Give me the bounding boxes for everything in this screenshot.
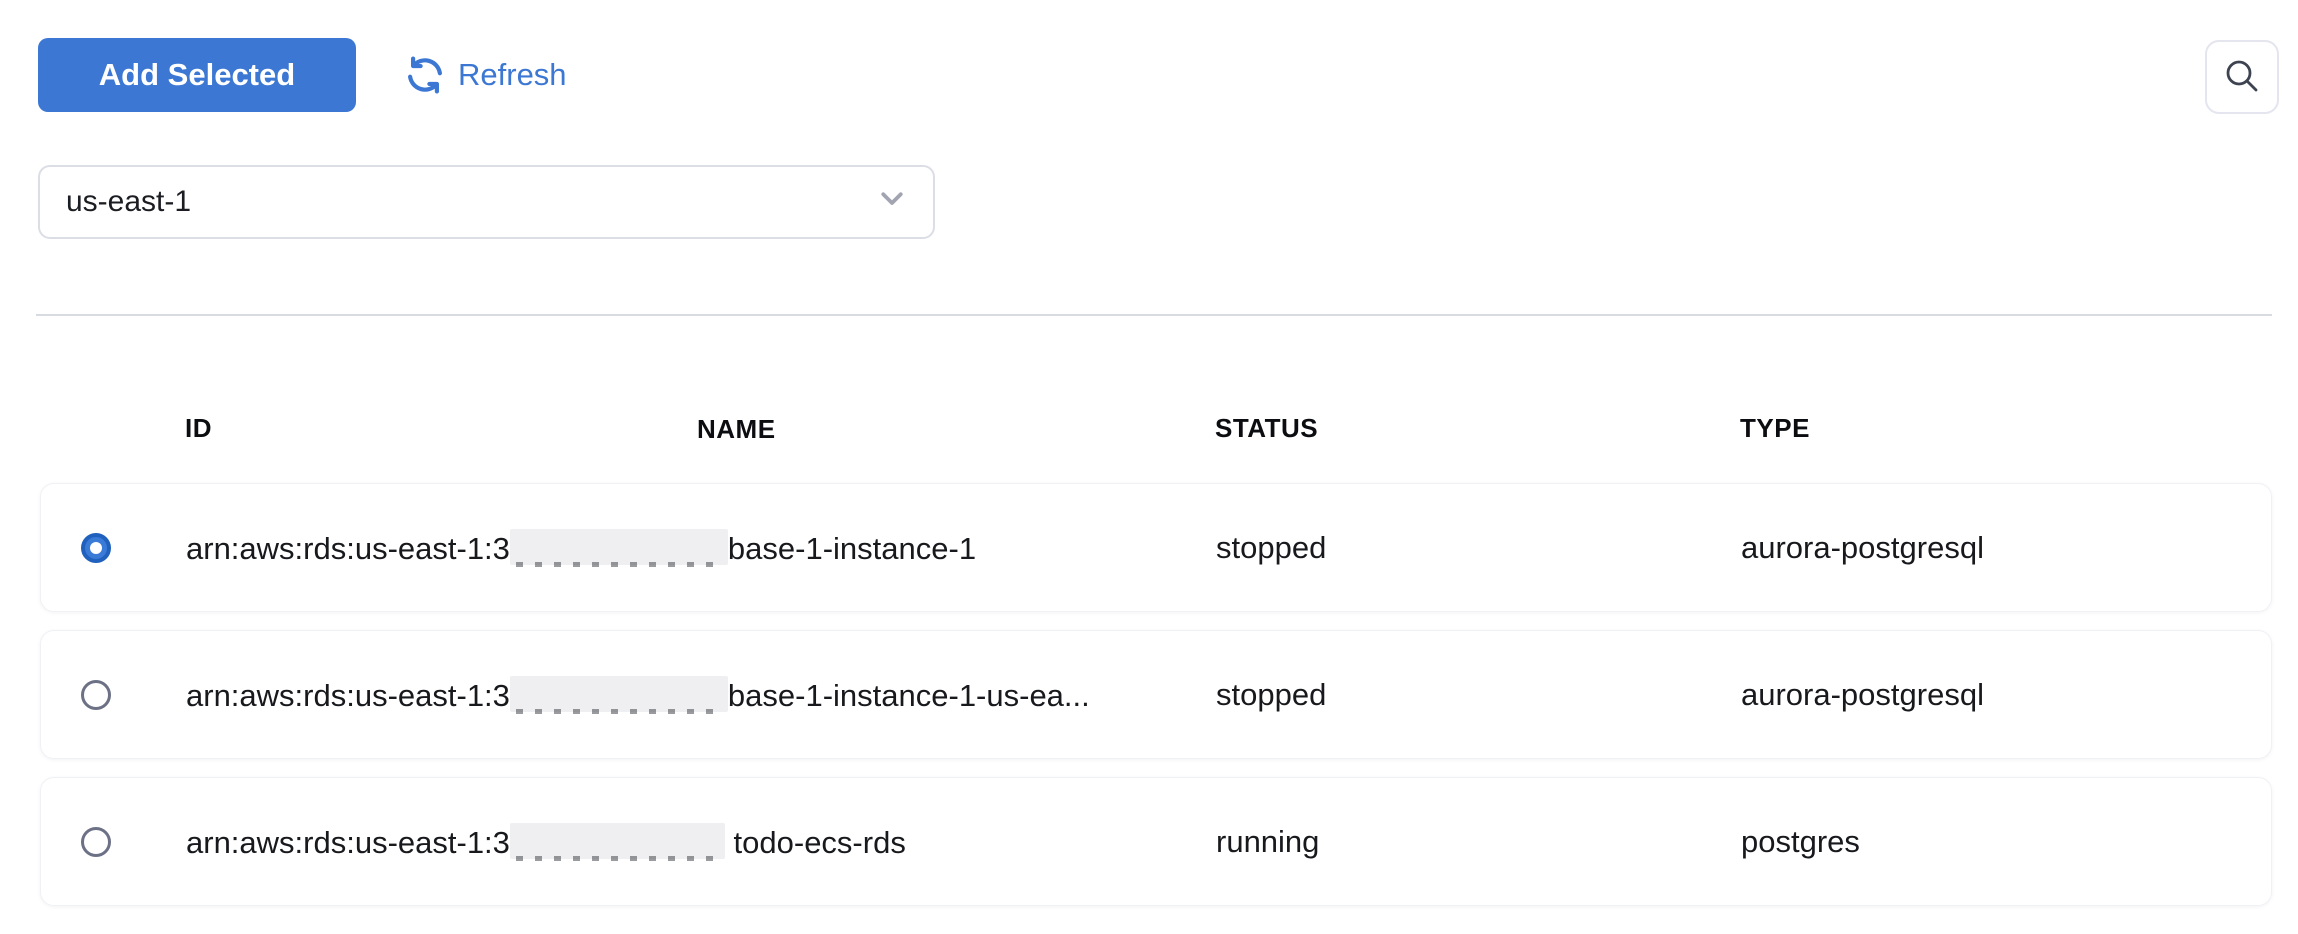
search-icon <box>2222 56 2262 99</box>
refresh-icon <box>404 54 446 96</box>
refresh-button[interactable]: Refresh <box>404 38 567 112</box>
instance-status: stopped <box>1216 529 1327 565</box>
table-header: ID STATUS TYPE <box>40 408 2272 448</box>
row-radio[interactable] <box>81 679 111 710</box>
chevron-down-icon <box>877 183 907 221</box>
add-selected-button[interactable]: Add Selected <box>38 38 356 112</box>
section-divider <box>36 314 2272 316</box>
column-header-id: ID <box>185 412 212 443</box>
instance-type: aurora-postgresql <box>1741 529 1984 565</box>
region-dropdown-value: us-east-1 <box>66 185 192 218</box>
instance-id: arn:aws:rds:us-east-1:3 todo-ecs-rds <box>186 822 906 861</box>
instance-type: aurora-postgresql <box>1741 676 1984 712</box>
redaction-mask <box>509 822 725 861</box>
column-header-name: NAME <box>697 414 776 444</box>
row-radio[interactable] <box>81 532 111 563</box>
instance-status: running <box>1216 823 1320 859</box>
instance-status: stopped <box>1216 676 1327 712</box>
redaction-mask <box>509 528 728 567</box>
redaction-mask <box>509 675 728 714</box>
search-button[interactable] <box>2205 40 2279 114</box>
row-radio[interactable] <box>81 826 111 857</box>
refresh-label: Refresh <box>458 57 567 92</box>
instance-type: postgres <box>1741 823 1860 859</box>
column-header-type: TYPE <box>1740 412 1810 443</box>
region-dropdown[interactable]: us-east-1 <box>38 165 935 239</box>
table-row[interactable]: arn:aws:rds:us-east-1:3 todo-ecs-rds run… <box>40 777 2272 906</box>
column-header-status: STATUS <box>1215 412 1319 443</box>
